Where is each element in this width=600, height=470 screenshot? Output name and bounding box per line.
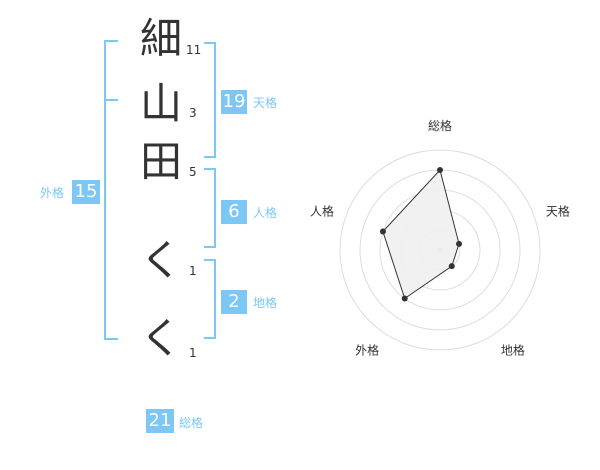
jinkaku-value: 6 xyxy=(221,200,247,224)
stroke-count-4: 1 xyxy=(189,264,197,278)
soukaku-value: 21 xyxy=(146,409,174,433)
tenkaku-bracket xyxy=(204,42,216,158)
radar-axis-label-2: 天格 xyxy=(546,204,570,219)
radar-axis-label-3: 地格 xyxy=(501,342,525,357)
radar-point-5 xyxy=(379,228,386,235)
tenkaku-label: 天格 xyxy=(253,96,278,110)
radar-series-area xyxy=(382,168,460,300)
radar-ring xyxy=(339,149,541,351)
stroke-count-5: 1 xyxy=(189,346,197,360)
radar-point-2 xyxy=(456,240,463,247)
stroke-count-3: 5 xyxy=(189,165,197,179)
chikaku-label: 地格 xyxy=(253,296,278,310)
chikaku-value: 2 xyxy=(221,290,247,314)
radar-point-3 xyxy=(448,263,455,270)
name-char-1: 細 xyxy=(140,14,183,63)
radar-axis-label-1: 総格 xyxy=(428,118,452,133)
radar-axis-label-5: 人格 xyxy=(310,204,334,219)
radar-point-4 xyxy=(401,295,408,302)
name-char-3: 田 xyxy=(140,137,183,186)
name-char-2: 山 xyxy=(140,79,183,128)
gaikaku-label: 外格 xyxy=(40,186,65,200)
jinkaku-label: 人格 xyxy=(253,206,278,220)
radar-point-1 xyxy=(437,167,443,173)
soukaku-label: 総格 xyxy=(179,416,204,430)
name-char-4: く xyxy=(140,236,183,285)
stroke-count-1: 11 xyxy=(186,43,202,57)
tenkaku-value: 19 xyxy=(221,90,247,114)
radar-axis-label-4: 外格 xyxy=(355,342,379,357)
gaikaku-bracket xyxy=(104,40,118,340)
gaikaku-bracket-tick xyxy=(104,99,118,101)
name-char-5: く xyxy=(140,314,183,363)
gaikaku-value: 15 xyxy=(72,180,100,204)
jinkaku-bracket xyxy=(204,168,216,248)
stroke-count-2: 3 xyxy=(189,106,197,120)
chikaku-bracket xyxy=(204,259,216,339)
